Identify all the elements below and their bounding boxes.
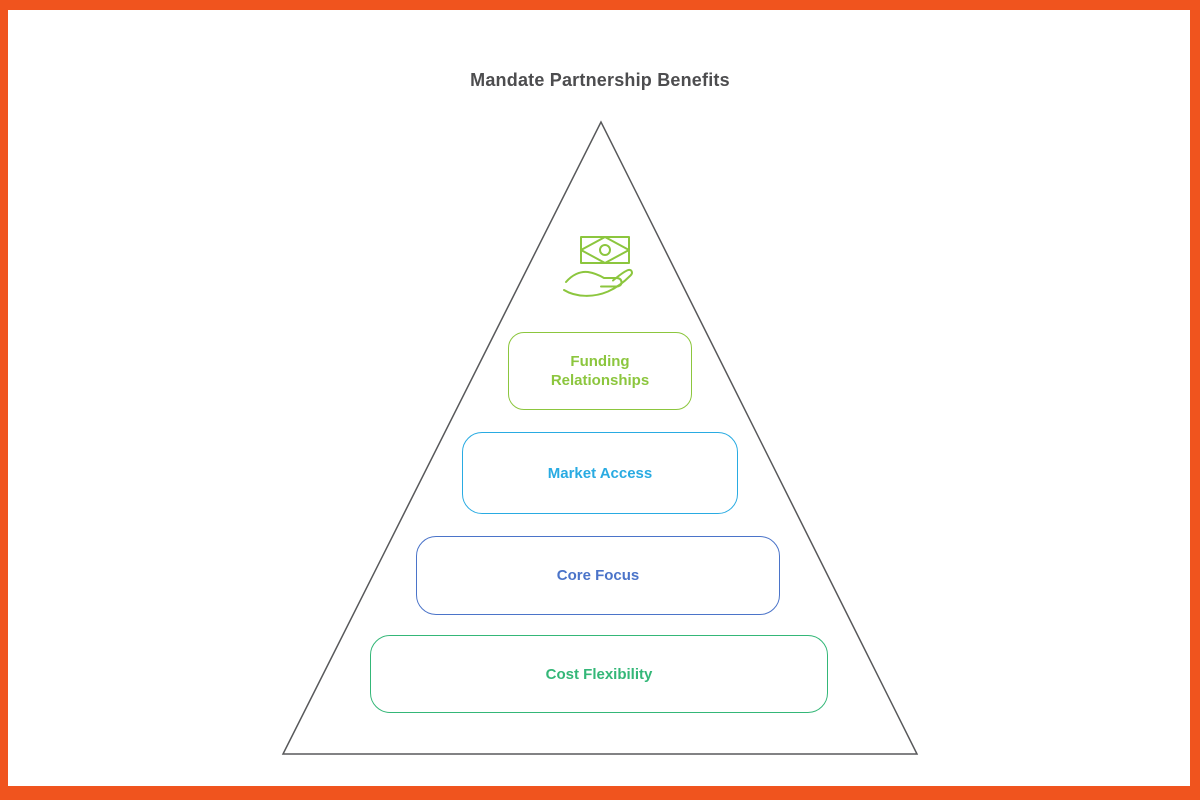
pyramid-level-label: Cost Flexibility bbox=[545, 665, 653, 683]
pyramid-level-funding-relationships: Funding Relationships bbox=[508, 332, 704, 420]
pyramid-level-core-focus: Core Focus bbox=[416, 536, 792, 625]
banknote-icon bbox=[580, 236, 630, 264]
pyramid-level-label: Core Focus bbox=[556, 567, 640, 584]
pyramid-outline bbox=[281, 120, 919, 755]
pyramid-level-label: Market Access bbox=[547, 464, 653, 482]
pyramid-level-label: Funding Relationships bbox=[550, 352, 650, 390]
pyramid-level-market-access: Market Access bbox=[462, 432, 750, 524]
pyramid-level-cost-flexibility: Cost Flexibility bbox=[370, 635, 840, 723]
hand-receiving-money-icon bbox=[563, 236, 633, 297]
page-title: Mandate Partnership Benefits bbox=[470, 70, 730, 90]
